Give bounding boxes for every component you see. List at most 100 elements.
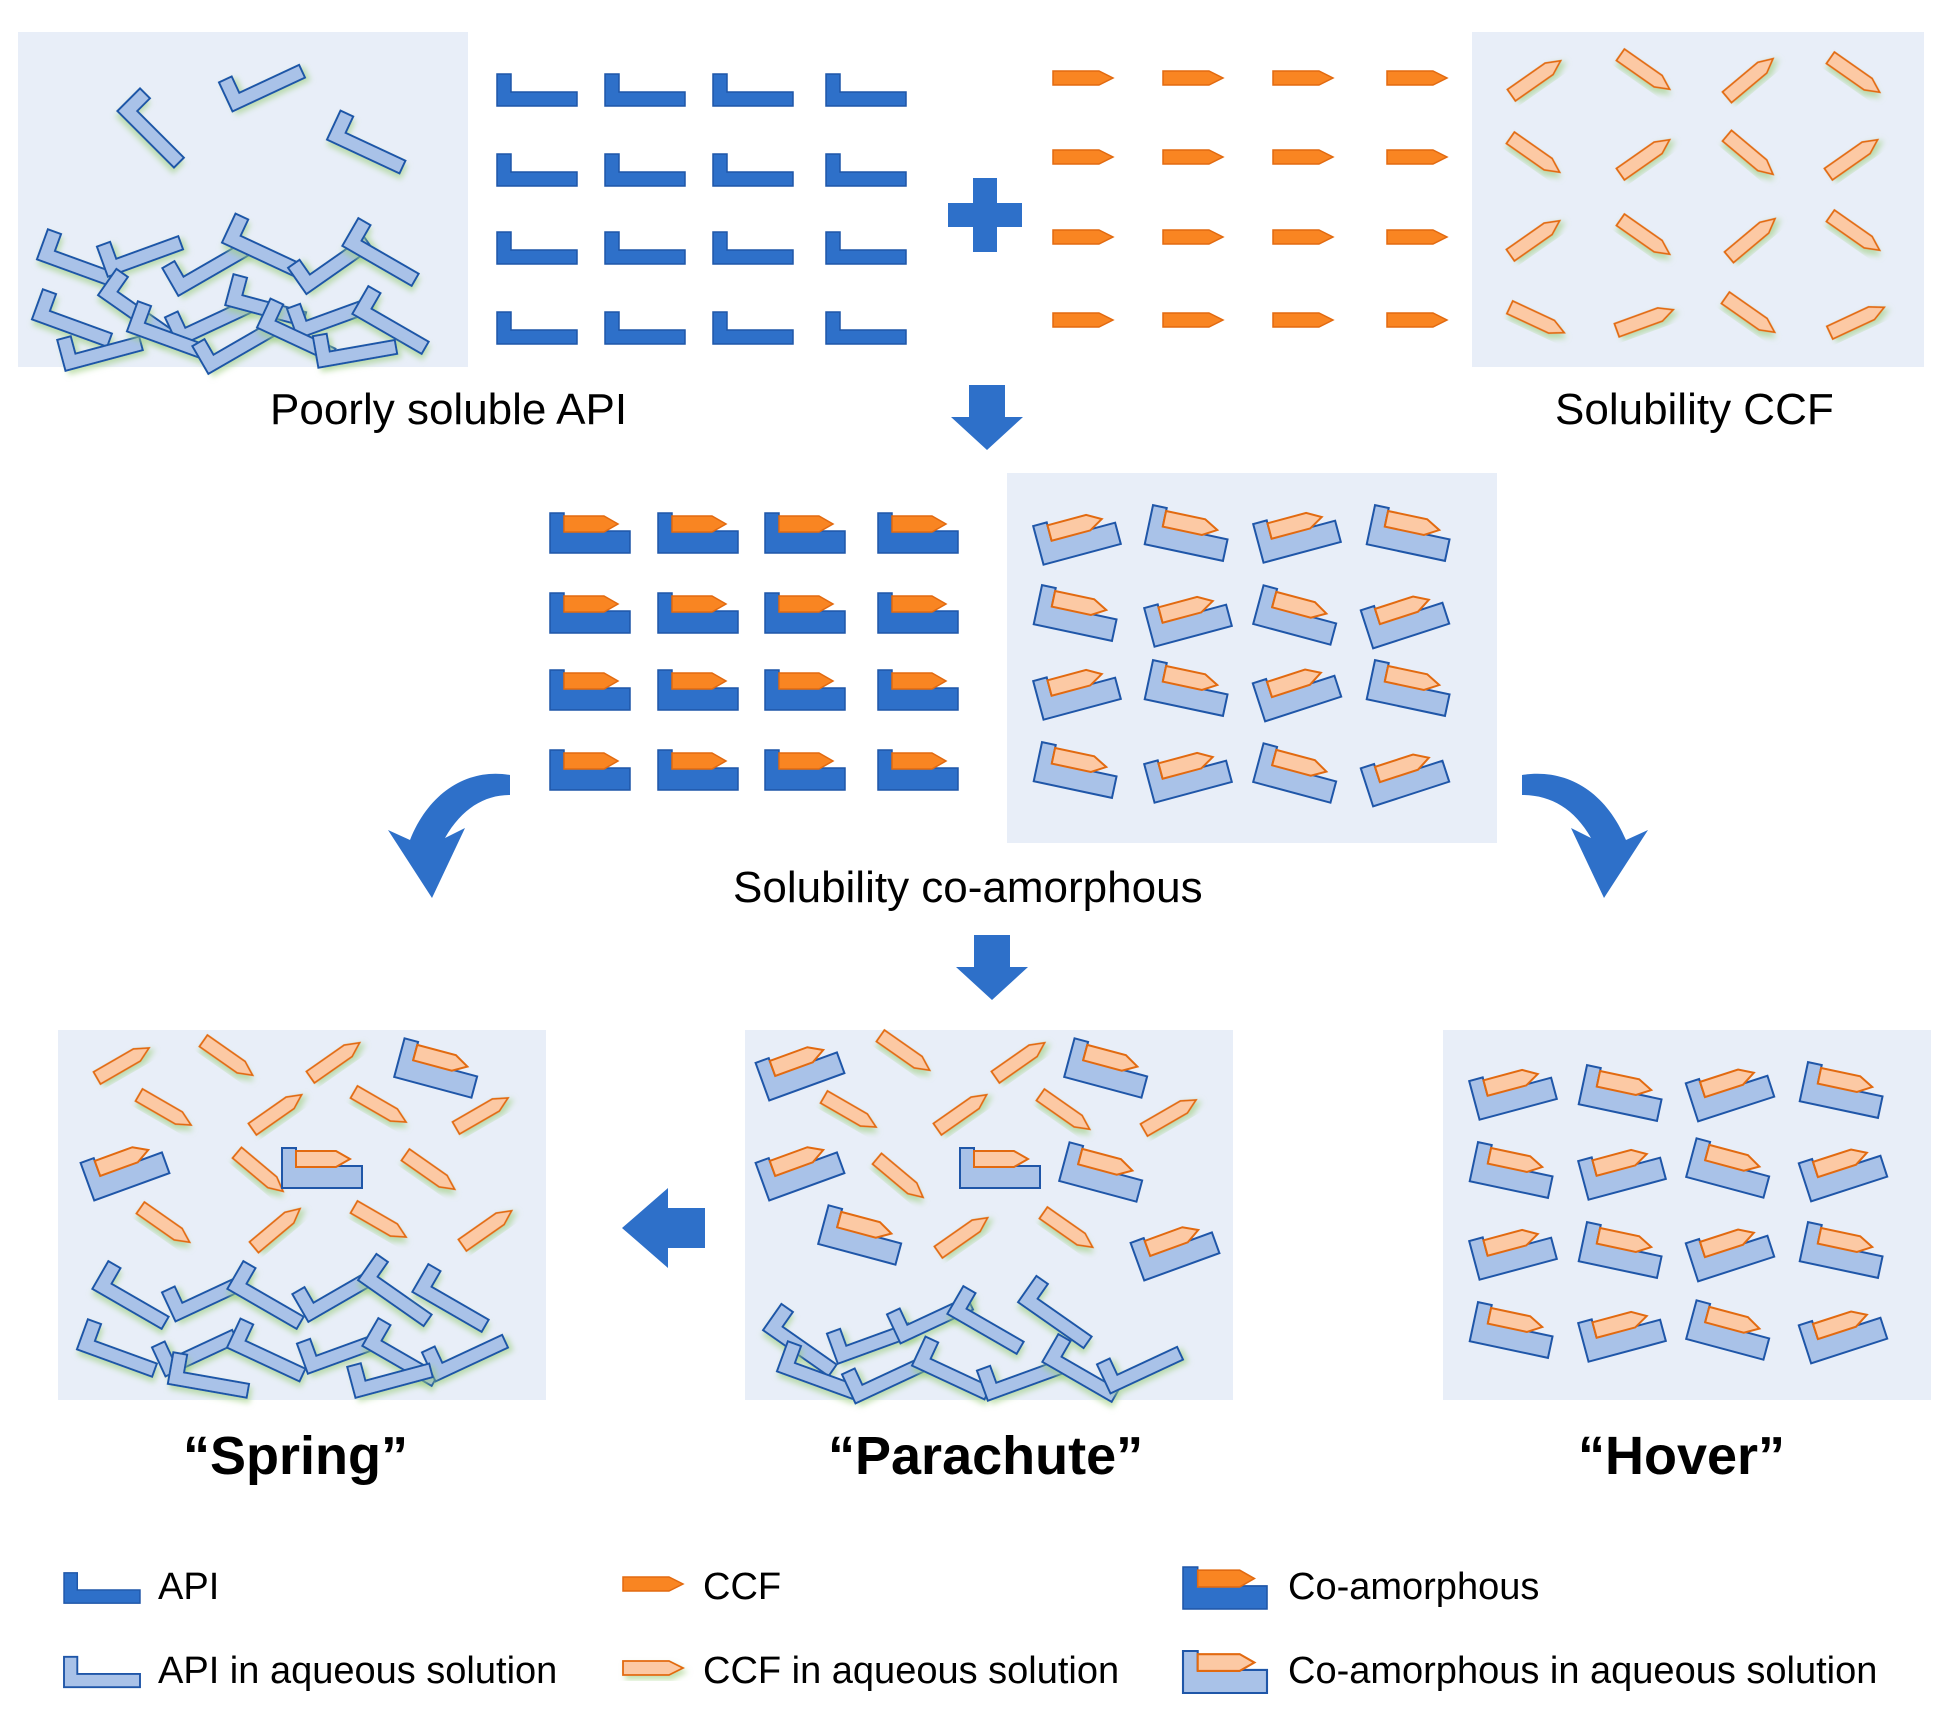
api-molecule [712, 311, 794, 345]
coamorphous-aqueous-molecule [1576, 1310, 1668, 1363]
legend-api-label: API [158, 1566, 220, 1608]
coamorphous-aqueous-molecule [754, 1146, 846, 1202]
coamorphous-aqueous-molecule [1576, 1148, 1668, 1201]
api-molecule [63, 1572, 141, 1604]
api-molecule [825, 153, 907, 187]
ccf-molecule [1386, 229, 1449, 245]
api-aqueous-molecule [225, 1259, 306, 1331]
coamorphous-molecule [764, 669, 846, 711]
coamorphous-aqueous-molecule [1468, 1300, 1554, 1360]
api-aqueous-molecule [166, 1351, 251, 1399]
ccf-molecule [1052, 312, 1115, 328]
ccf-molecule [1162, 149, 1225, 165]
ccf-aqueous-molecule [871, 1152, 925, 1199]
legend-ccf-label: CCF [703, 1566, 782, 1608]
legend-api-aqueous-label: API in aqueous solution [158, 1650, 558, 1692]
coamorphous-molecule [549, 512, 631, 554]
spring-label: “Spring” [183, 1426, 408, 1486]
coamorphous-aqueous-molecule [1032, 583, 1118, 643]
coamorphous-aqueous-molecule [1797, 1310, 1889, 1365]
coamorphous-aqueous-molecule [816, 1204, 903, 1266]
ccf-aqueous-molecule [1505, 219, 1562, 263]
api-molecule [712, 153, 794, 187]
ccf-molecule [1052, 70, 1115, 86]
api-aqueous-molecule [30, 288, 114, 348]
coamorphous-aqueous-molecule [79, 1146, 171, 1202]
ccf-aqueous-molecule [1038, 1205, 1095, 1249]
api-molecule [604, 153, 686, 187]
ccf-aqueous-molecule [1506, 59, 1563, 103]
coamorphous-molecule [549, 669, 631, 711]
coamorphous-molecule [657, 592, 739, 634]
legend-ccf-aqueous-label: CCF in aqueous solution [703, 1650, 1120, 1692]
api-molecule [712, 73, 794, 107]
ccf-aqueous-molecule [1505, 299, 1567, 335]
coamorphous-aqueous-molecule [1467, 1068, 1559, 1121]
coamorphous-aqueous-molecule [959, 1147, 1041, 1189]
coamorphous-aqueous-molecule [1467, 1228, 1559, 1281]
api-molecule [496, 153, 578, 187]
api-aqueous-molecule [410, 1262, 491, 1334]
api-aqueous-molecule [1016, 1274, 1094, 1350]
parachute-label: “Parachute” [828, 1426, 1144, 1486]
ccf-molecule [1272, 229, 1335, 245]
coamorphous-aqueous-molecule [1251, 584, 1338, 646]
api-molecule [496, 73, 578, 107]
ccf-aqueous-molecule [1505, 130, 1562, 174]
plus-icon [948, 178, 1022, 252]
coamorphous-molecule [1182, 1566, 1268, 1610]
api-molecule [604, 73, 686, 107]
coamorphous-aqueous-molecule [1577, 1063, 1663, 1123]
coamorphous-aqueous-molecule [1365, 503, 1451, 563]
ccf-aqueous-molecule [305, 1041, 362, 1085]
coamorphous-aqueous-molecule [1797, 1148, 1889, 1203]
ccf-aqueous-molecule [1615, 47, 1672, 91]
coamorphous-aqueous-molecule [1684, 1299, 1771, 1361]
panel-solubility-ccf [1472, 32, 1924, 367]
coamorphous-aqueous-molecule [281, 1147, 363, 1189]
coamorphous-aqueous-molecule [1365, 658, 1451, 718]
legend-coamorphous-label: Co-amorphous [1288, 1566, 1540, 1608]
ccf-aqueous-molecule [349, 1199, 408, 1239]
coamorphous-aqueous-molecule [1684, 1068, 1776, 1123]
ccf-aqueous-molecule [933, 1216, 990, 1260]
api-molecule [825, 73, 907, 107]
ccf-aqueous-molecule [819, 1089, 878, 1129]
solubility-ccf-label: Solubility CCF [1555, 385, 1834, 434]
api-molecule [604, 231, 686, 265]
coamorphous-aqueous-molecule [1143, 658, 1229, 718]
api-molecule [604, 311, 686, 345]
ccf-aqueous-molecule [400, 1147, 457, 1191]
coamorphous-aqueous-molecule [1031, 513, 1123, 566]
coamorphous-molecule [764, 512, 846, 554]
api-aqueous-molecule [340, 216, 421, 288]
api-aqueous-molecule [95, 234, 185, 278]
ccf-molecule [1386, 312, 1449, 328]
ccf-aqueous-molecule [135, 1200, 192, 1244]
coamorphous-molecule [657, 512, 739, 554]
coamorphous-molecule [764, 592, 846, 634]
ccf-aqueous-molecule [875, 1028, 932, 1072]
api-aqueous-molecule [945, 1284, 1026, 1356]
ccf-aqueous-molecule [990, 1041, 1047, 1085]
coamorphous-molecule [877, 749, 959, 791]
ccf-aqueous-molecule [1721, 57, 1775, 104]
api-aqueous-molecule [223, 272, 308, 328]
coamorphous-aqueous-molecule [1684, 1137, 1771, 1199]
ccf-aqueous-molecule [1613, 307, 1676, 338]
legend-coamorphous-aqueous-label: Co-amorphous in aqueous solution [1288, 1650, 1878, 1692]
ccf-molecule [1162, 312, 1225, 328]
ccf-molecule [1386, 149, 1449, 165]
coamorphous-molecule [657, 749, 739, 791]
coamorphous-aqueous-molecule [1181, 1649, 1269, 1695]
hover-label: “Hover” [1578, 1426, 1786, 1486]
coamorphous-aqueous-molecule [754, 1046, 846, 1102]
ccf-molecule [1386, 70, 1449, 86]
api-aqueous-molecule [115, 86, 186, 170]
ccf-aqueous-molecule [1723, 217, 1777, 264]
coamorphous-aqueous-molecule [1359, 753, 1451, 808]
ccf-aqueous-molecule [1825, 305, 1887, 341]
ccf-aqueous-molecule [134, 1087, 193, 1127]
